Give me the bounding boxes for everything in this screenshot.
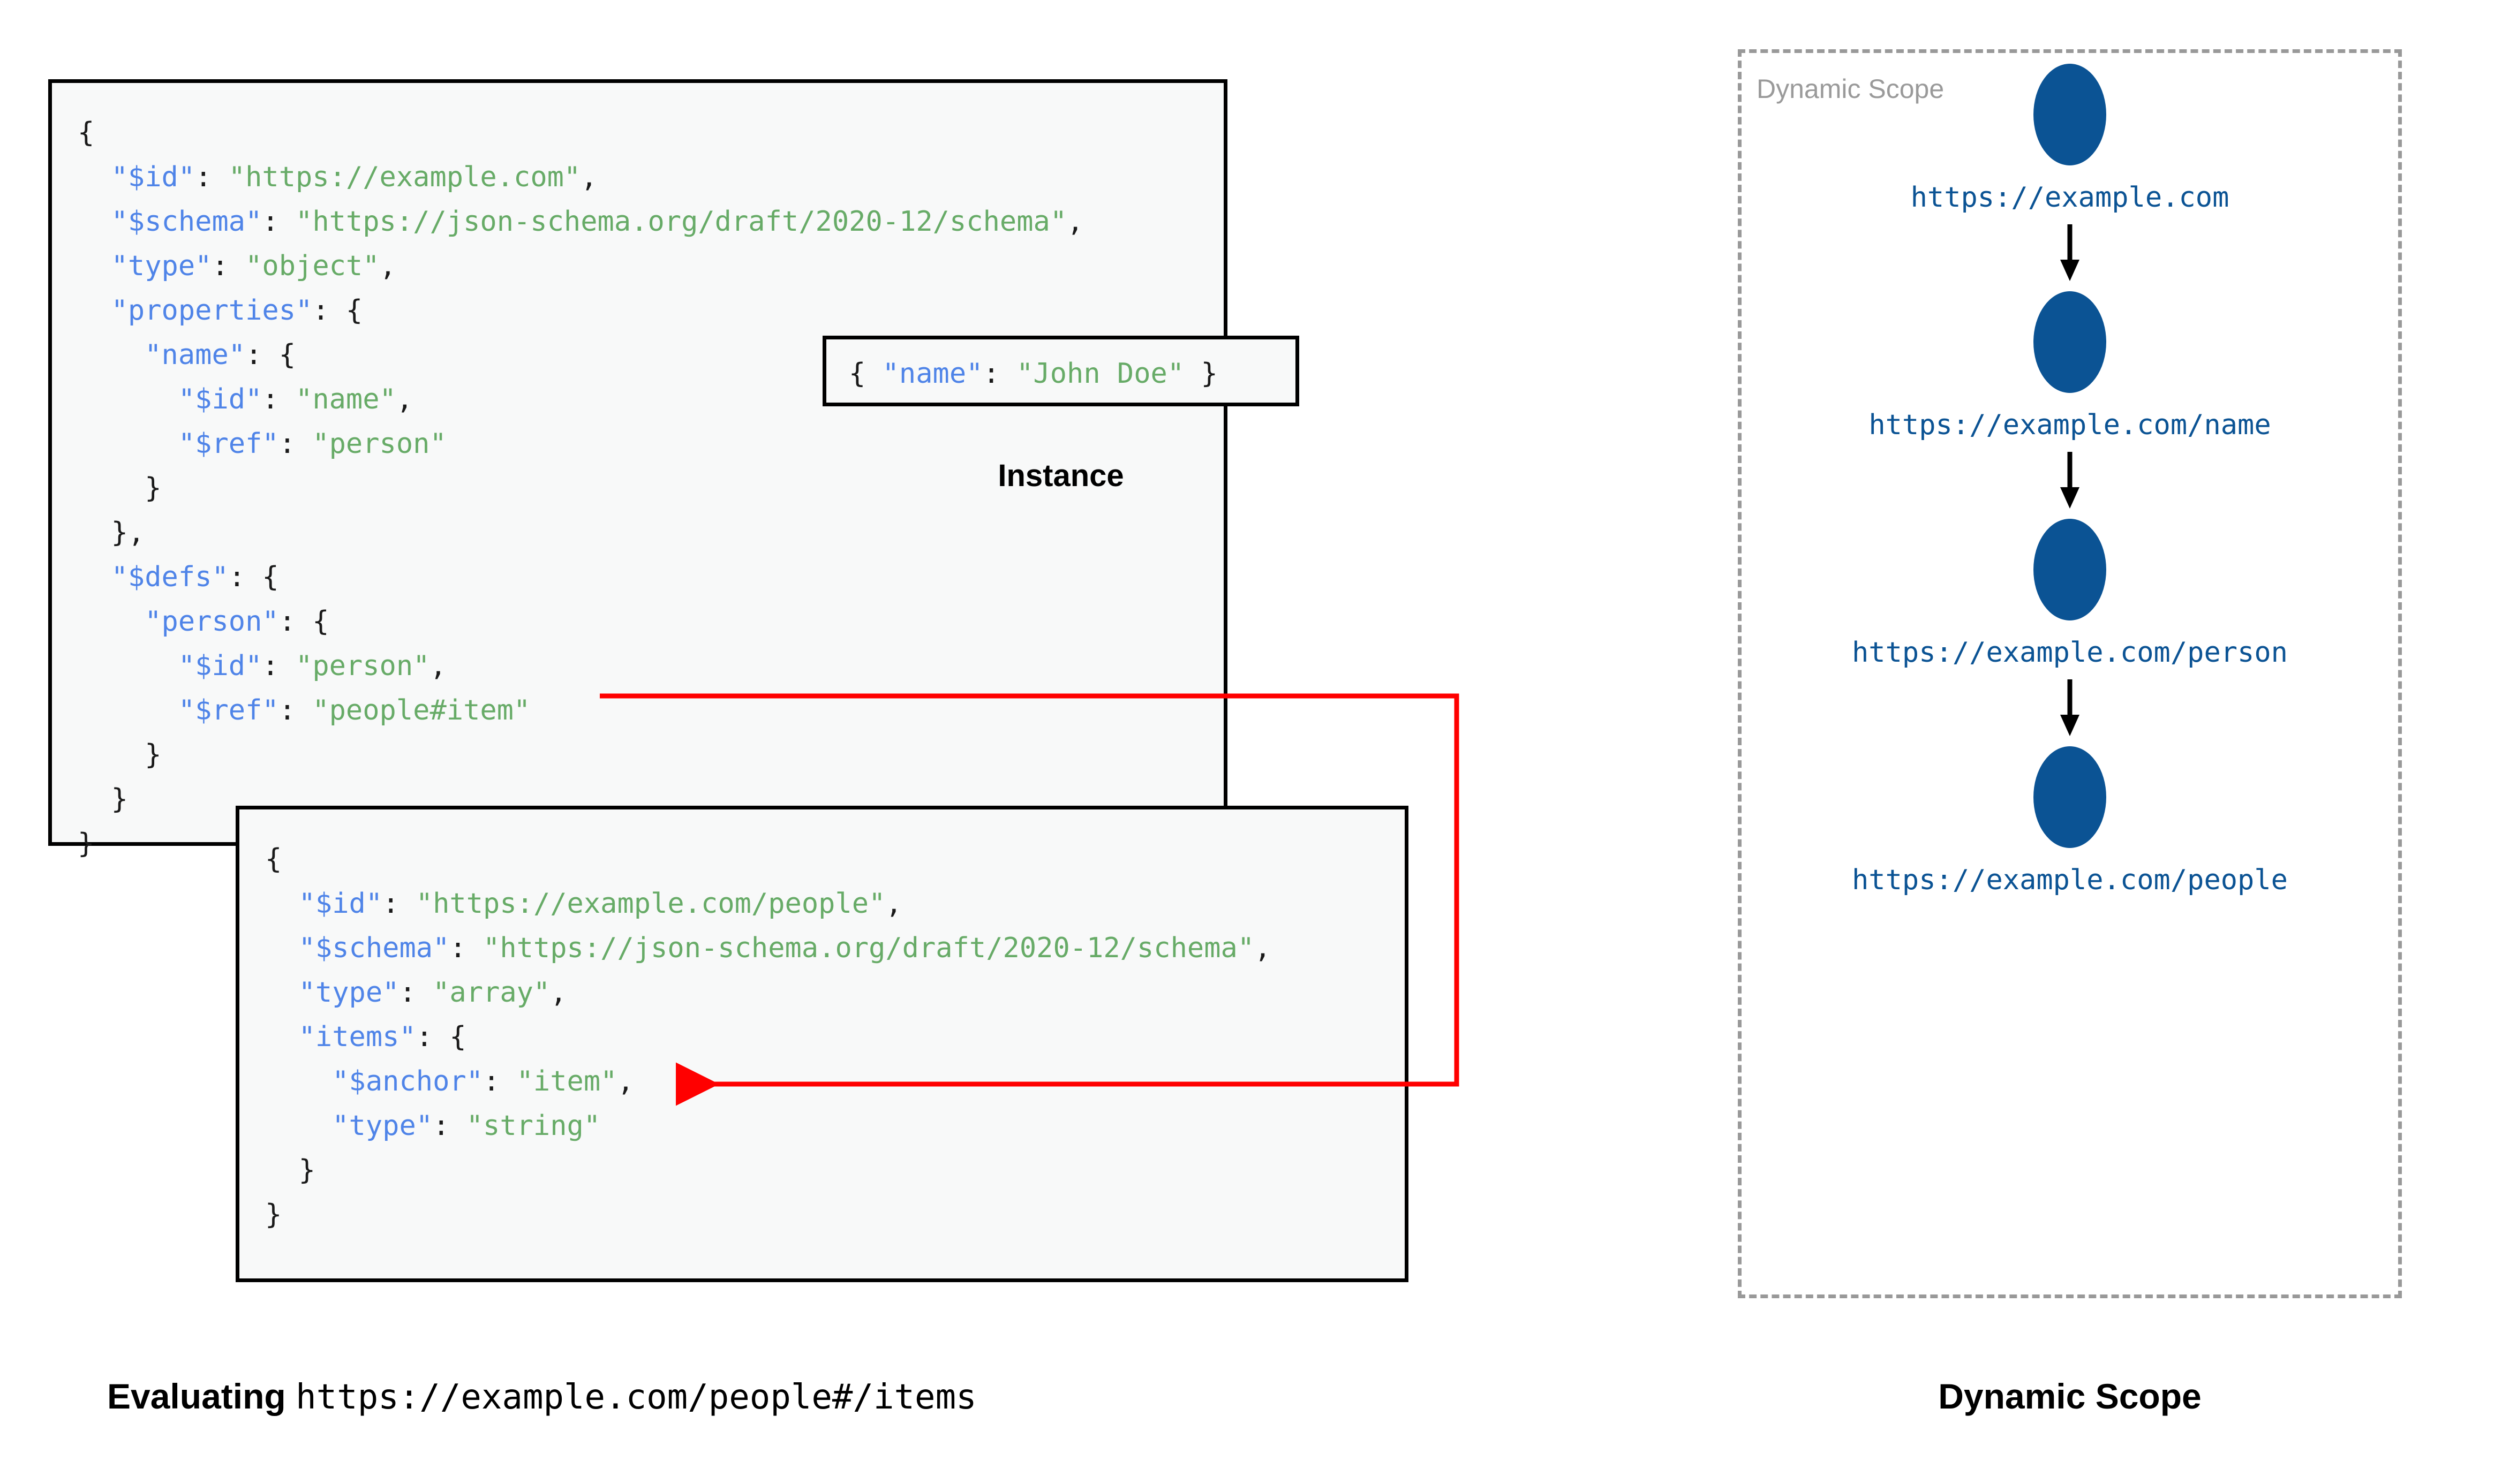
scope-node-circle [2033, 519, 2106, 620]
dynamic-scope-bottom-caption: Dynamic Scope [1938, 1376, 2202, 1416]
instance-label: Instance [998, 458, 1124, 493]
scope-node-circle [2033, 64, 2106, 165]
evaluating-url: https://example.com/people#/items [296, 1377, 977, 1417]
evaluating-label: Evaluating [107, 1376, 286, 1416]
dynamic-scope-panel: Dynamic Scope https://example.com https:… [1738, 49, 2402, 1298]
scope-node-circle [2033, 746, 2106, 848]
scope-node-circle [2033, 291, 2106, 393]
instance-box: { "name": "John Doe" } [823, 336, 1299, 406]
root-schema-code: { "$id": "https://example.com", "$schema… [78, 117, 1084, 860]
scope-chain: https://example.com https://example.com/… [1742, 53, 2398, 1294]
down-arrow-icon [2060, 224, 2079, 281]
scope-node-url: https://example.com/person [1852, 637, 2288, 669]
down-arrow-icon [2060, 452, 2079, 509]
scope-node-url: https://example.com/people [1852, 864, 2288, 896]
dynamic-scope-caption: Dynamic Scope [1757, 74, 1945, 104]
people-schema-box: { "$id": "https://example.com/people", "… [236, 806, 1408, 1282]
people-schema-code: { "$id": "https://example.com/people", "… [265, 843, 1271, 1231]
scope-node-url: https://example.com [1910, 181, 2229, 214]
evaluating-caption: Evaluating https://example.com/people#/i… [107, 1376, 977, 1417]
down-arrow-icon [2060, 679, 2079, 736]
instance-code: { "name": "John Doe" } [849, 358, 1218, 390]
scope-node-url: https://example.com/name [1868, 409, 2271, 441]
